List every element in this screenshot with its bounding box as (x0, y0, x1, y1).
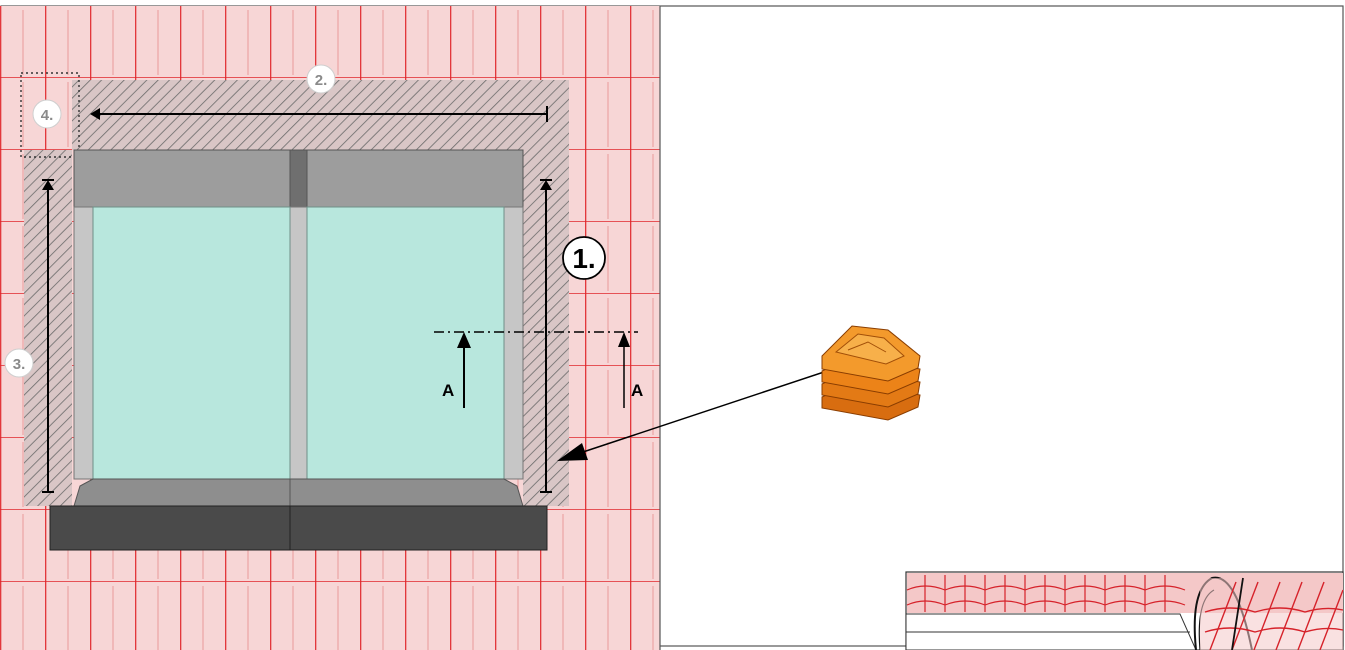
svg-text:1.: 1. (572, 243, 595, 274)
frame-mullion (289, 206, 308, 480)
roof-tile-stack-icon (821, 325, 921, 421)
section-label-right: A (631, 381, 643, 400)
glass-pane-left (92, 206, 291, 480)
window-lintel-right (306, 149, 524, 208)
step-marker-4: 4. (32, 99, 62, 129)
window-sill (49, 505, 548, 551)
dimension-lines (42, 106, 552, 493)
section-label-left: A (442, 381, 454, 400)
step-marker-1: 1. (562, 236, 606, 280)
svg-text:2.: 2. (315, 72, 328, 89)
glass-pane-right (306, 206, 505, 480)
section-line-a-a: A A (434, 331, 643, 408)
step-marker-2: 2. (306, 64, 336, 94)
frame-bottom (73, 478, 524, 507)
roof-detail-thumbnail (905, 571, 1344, 650)
window-lintel-left (73, 149, 291, 208)
window-lintel-mid (289, 149, 308, 208)
corner-detail-box (20, 72, 80, 158)
svg-text:4.: 4. (41, 107, 54, 124)
window (49, 149, 548, 551)
svg-text:3.: 3. (13, 356, 26, 373)
frame-left (73, 206, 94, 480)
pointer-arrow (557, 367, 837, 461)
frame-right (503, 206, 524, 480)
step-marker-3: 3. (4, 348, 34, 378)
